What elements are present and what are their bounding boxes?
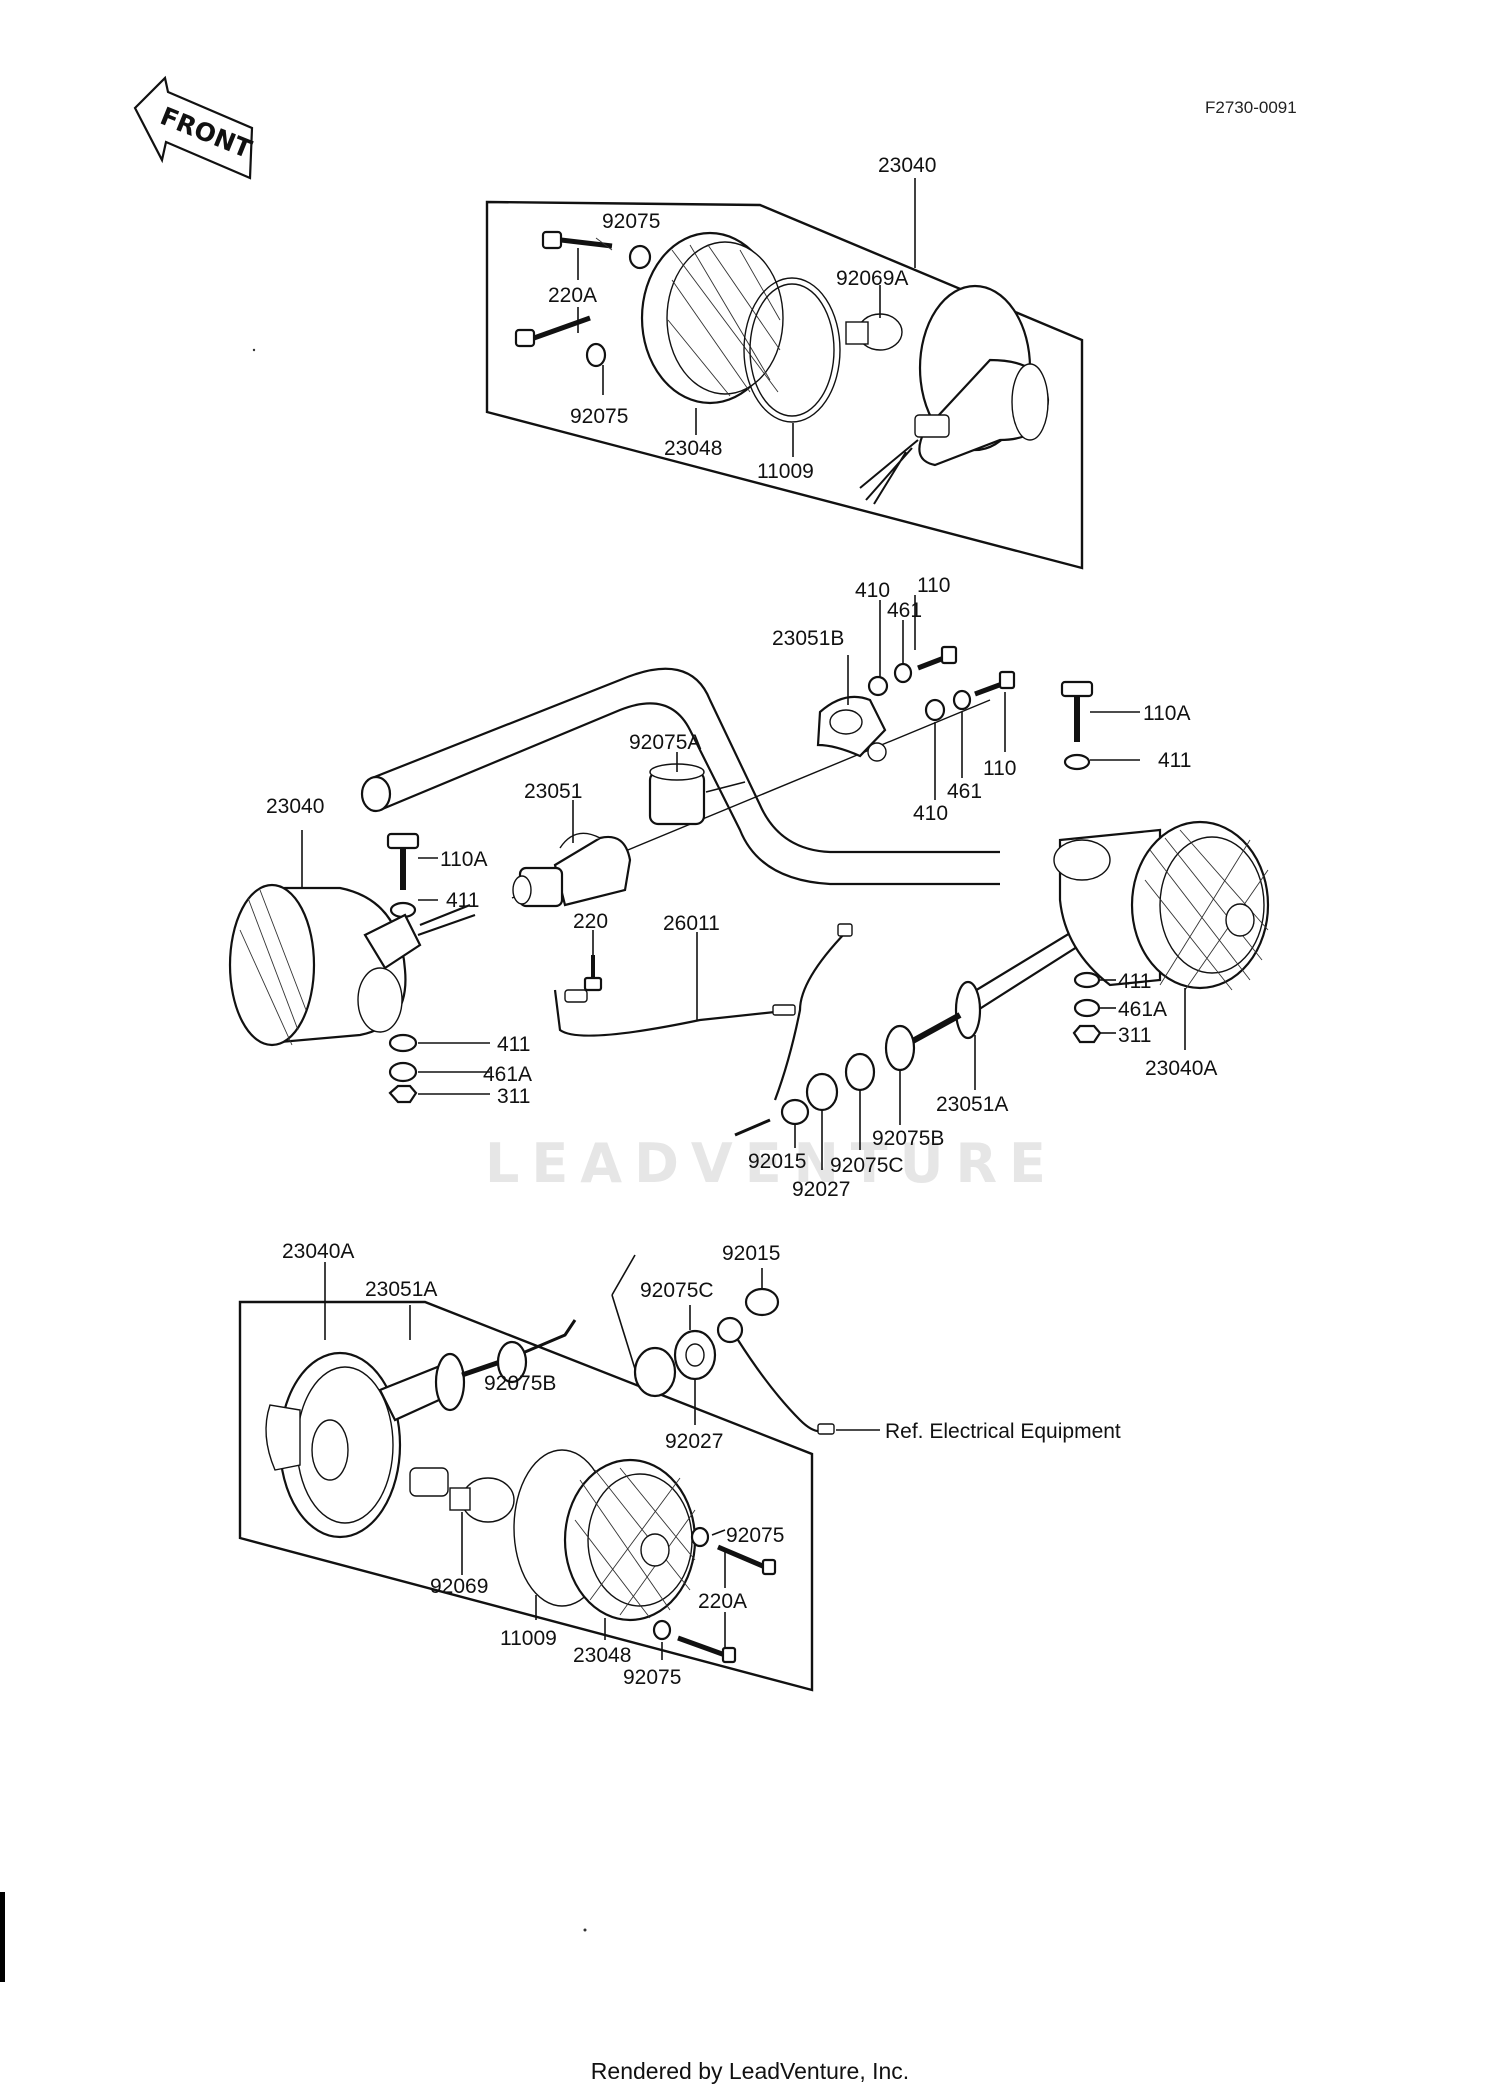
- nut-311-icon: [388, 1084, 418, 1104]
- top-assembly-box: [485, 178, 1084, 570]
- label-92075C-bottom: 92075C: [640, 1279, 714, 1302]
- label-411-right2: 411: [1118, 970, 1151, 993]
- label-411-left2: 411: [497, 1033, 530, 1056]
- label-23040-top: 23040: [878, 154, 936, 177]
- label-23051A-mid: 23051A: [936, 1093, 1008, 1116]
- washer-icon: [585, 342, 607, 368]
- turn-signal-housing-icon: [859, 284, 1050, 505]
- label-92075A: 92075A: [629, 731, 701, 754]
- label-23040A-right: 23040A: [1145, 1057, 1217, 1080]
- nut-92015-icon: [744, 1287, 780, 1317]
- turn-signal-left-icon: [228, 883, 476, 1047]
- bottom-assembly-box: [238, 1262, 814, 1692]
- label-92015-mid: 92015: [748, 1150, 806, 1173]
- bolt-icon: [541, 230, 613, 251]
- lockwasher-461A-icon: [388, 1061, 418, 1083]
- lockwasher-461A-icon: [1073, 998, 1101, 1018]
- label-110-a: 110: [917, 574, 950, 597]
- label-311-left: 311: [497, 1085, 530, 1108]
- bolt-110-icon: [917, 645, 958, 671]
- grommet-92075B-icon: [884, 1024, 916, 1072]
- washer-411-icon: [1063, 753, 1091, 771]
- gasket-11009-icon: [743, 277, 841, 423]
- label-220A-bottom: 220A: [698, 1590, 747, 1613]
- label-11009-top: 11009: [757, 460, 814, 483]
- watermark-text: LEADVENTURE: [485, 1132, 1058, 1195]
- label-461A-left: 461A: [483, 1063, 532, 1086]
- front-arrow-icon: FRONT: [133, 75, 256, 180]
- label-23051: 23051: [524, 780, 582, 803]
- reference-note: Ref. Electrical Equipment: [885, 1420, 1121, 1443]
- label-220A-top: 220A: [548, 284, 597, 307]
- washer-icon: [716, 1316, 744, 1344]
- label-92015-bottom: 92015: [722, 1242, 780, 1265]
- washer-461-icon: [952, 689, 972, 711]
- nut-311-icon: [1072, 1024, 1102, 1044]
- washer-461-icon: [893, 662, 913, 684]
- label-23040A-bottom: 23040A: [282, 1240, 354, 1263]
- washer-411-icon: [1073, 971, 1101, 989]
- turn-signal-right-icon: [1053, 820, 1270, 991]
- bolt-icon: [514, 315, 591, 348]
- label-110-b: 110: [983, 757, 1016, 780]
- collar-92075A-icon: [648, 763, 746, 826]
- bolt-110-icon: [974, 670, 1016, 697]
- label-311-right: 311: [1118, 1024, 1151, 1047]
- grommet-92075C-icon: [844, 1052, 876, 1092]
- scan-edge-bar: [0, 1892, 5, 1982]
- washer-92027-icon: [805, 1072, 839, 1112]
- label-92075-top2: 92075: [570, 405, 628, 428]
- label-110A-right: 110A: [1143, 702, 1191, 725]
- label-92027-mid: 92027: [792, 1178, 850, 1201]
- washer-icon: [628, 244, 652, 270]
- diagram-code: F2730-0091: [1205, 98, 1297, 117]
- bolt-110A-icon: [1060, 680, 1094, 742]
- label-92075C-mid: 92075C: [830, 1154, 904, 1177]
- label-461-b: 461: [947, 780, 982, 803]
- lens-23048-icon: [640, 231, 784, 405]
- label-92075B-bottom: 92075B: [484, 1372, 556, 1395]
- label-26011: 26011: [663, 912, 720, 935]
- label-410-a: 410: [855, 579, 890, 602]
- label-110A-left: 110A: [440, 848, 488, 871]
- grommet-92075C-icon: [633, 1346, 677, 1398]
- label-92075-bottom1: 92075: [726, 1524, 784, 1547]
- clamp-23051B-icon: [816, 695, 887, 762]
- washer-icon: [690, 1526, 710, 1548]
- label-220: 220: [573, 910, 608, 933]
- label-23040-left: 23040: [266, 795, 324, 818]
- label-23048-bottom: 23048: [573, 1644, 631, 1667]
- label-461-a: 461: [887, 599, 922, 622]
- label-92027-bottom: 92027: [665, 1430, 723, 1453]
- handlebar-icon: [360, 667, 1000, 886]
- nut-92015-icon: [780, 1098, 810, 1126]
- label-23051B: 23051B: [772, 627, 844, 650]
- label-92075-top1: 92075: [602, 210, 660, 233]
- stem-23051A-icon: [898, 928, 1082, 1051]
- label-23051A-bottom: 23051A: [365, 1278, 437, 1301]
- screw-220-icon: [583, 955, 603, 992]
- label-92069A: 92069A: [836, 267, 908, 290]
- harness-26011-icon: [553, 989, 796, 1037]
- washer-411-icon: [388, 1033, 418, 1053]
- label-23048-top: 23048: [664, 437, 722, 460]
- washer-410-icon: [924, 698, 946, 722]
- label-92075-bottom2: 92075: [623, 1666, 681, 1689]
- label-411-right: 411: [1158, 749, 1191, 772]
- label-411-left1: 411: [446, 889, 479, 912]
- label-92069: 92069: [430, 1575, 488, 1598]
- label-410-b: 410: [913, 802, 948, 825]
- label-11009-bottom: 11009: [500, 1627, 557, 1650]
- footer-credit: Rendered by LeadVenture, Inc.: [590, 2058, 910, 2084]
- bolt-110A-icon: [386, 832, 420, 890]
- label-461A-right: 461A: [1118, 998, 1167, 1021]
- washer-icon: [652, 1619, 672, 1641]
- bulb-92069A-icon: [845, 313, 903, 351]
- washer-410-icon: [867, 675, 889, 697]
- mount-23051-icon: [512, 832, 632, 908]
- label-92075B-mid: 92075B: [872, 1127, 944, 1150]
